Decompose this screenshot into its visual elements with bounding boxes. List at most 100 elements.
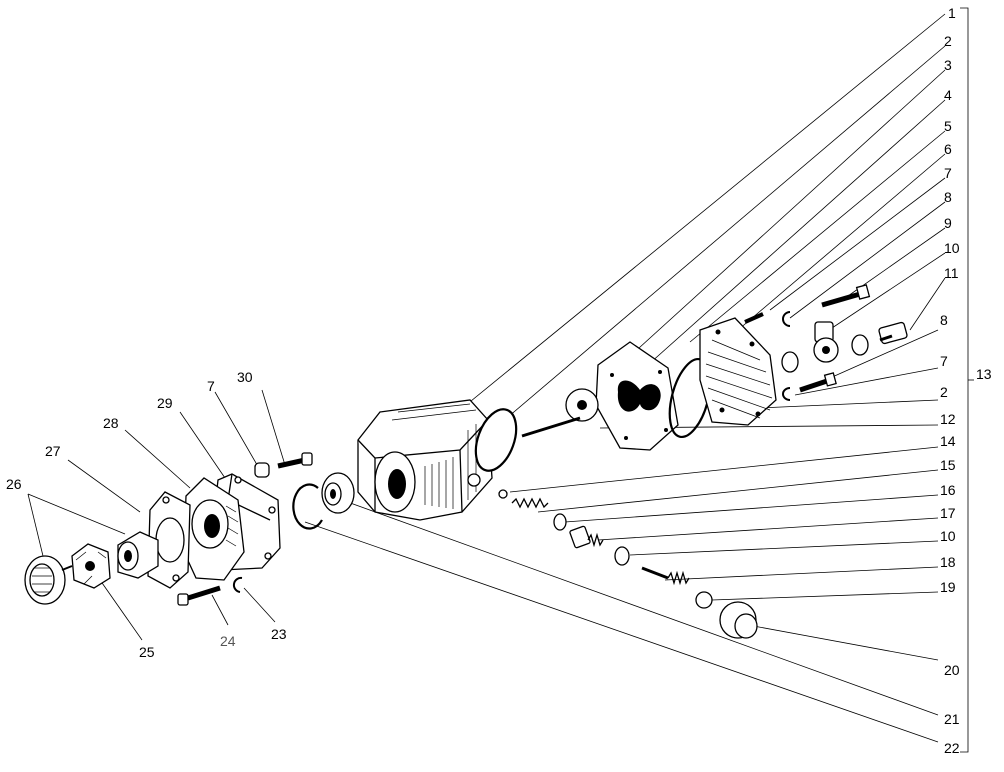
label-18: 18 <box>940 554 956 570</box>
label-2: 2 <box>944 33 952 49</box>
label-4: 4 <box>944 87 952 103</box>
label-8b: 8 <box>940 312 948 328</box>
bolt-24 <box>177 585 221 606</box>
drive-gear <box>521 388 599 438</box>
leader-25 <box>99 579 143 641</box>
adaptor-28 <box>183 477 245 581</box>
leader-11 <box>909 277 946 331</box>
label-25: 25 <box>139 644 155 660</box>
coupling-26 <box>117 531 159 579</box>
bolt-8b <box>799 372 837 393</box>
nut-19 <box>695 591 713 609</box>
pin-7 <box>744 312 764 324</box>
label-17: 17 <box>940 505 956 521</box>
label-8: 8 <box>944 189 952 205</box>
label-6: 6 <box>944 141 952 157</box>
leader-30 <box>261 389 286 466</box>
leader-29 <box>179 411 226 479</box>
label-13: 13 <box>976 366 992 382</box>
label-2b: 2 <box>940 384 948 400</box>
leader-17 <box>597 517 939 541</box>
bolt-30 <box>277 452 313 469</box>
label-20: 20 <box>944 662 960 678</box>
leader-14 <box>509 446 939 493</box>
label-22: 22 <box>944 740 960 756</box>
leader-3 <box>627 69 946 359</box>
label-26: 26 <box>6 476 22 492</box>
pump-housing <box>357 399 493 521</box>
leader-lines <box>27 7 974 753</box>
clip-8 <box>782 311 791 327</box>
spring-15 <box>511 497 549 509</box>
bolt-9 <box>821 284 871 308</box>
label-19: 19 <box>940 579 956 595</box>
snap-ring-22 <box>292 483 323 530</box>
leader-6 <box>737 153 946 331</box>
ball-14 <box>498 489 508 499</box>
label-30: 30 <box>237 369 253 385</box>
leader-19 <box>711 591 939 601</box>
adjuster-18 <box>641 566 690 586</box>
label-16: 16 <box>940 482 956 498</box>
label-3: 3 <box>944 57 952 73</box>
label-15: 15 <box>940 457 956 473</box>
clip-23 <box>232 576 243 593</box>
clip-7b <box>782 387 791 401</box>
leader-4 <box>639 99 946 373</box>
nut-7 <box>254 462 270 478</box>
end-cover <box>699 317 777 426</box>
leader-16 <box>564 494 939 523</box>
leader-9 <box>847 227 946 297</box>
label-24: 24 <box>220 633 236 649</box>
leader-22 <box>304 521 939 743</box>
label-7b: 7 <box>940 353 948 369</box>
splined-coupling-26 <box>24 555 73 605</box>
leader-27 <box>67 459 141 513</box>
leader-8 <box>789 201 946 319</box>
label-1: 1 <box>948 5 956 21</box>
label-5: 5 <box>944 118 952 134</box>
leader-8b <box>829 329 939 379</box>
leader-7 <box>769 177 946 311</box>
label-27: 27 <box>45 443 61 459</box>
label-29: 29 <box>157 395 173 411</box>
label-10: 10 <box>944 240 960 256</box>
label-7c: 7 <box>207 378 215 394</box>
leader-15 <box>537 469 939 513</box>
gear-hub-25 <box>71 543 111 589</box>
fitting-10 <box>813 321 839 363</box>
bracket-13 <box>960 7 969 753</box>
label-11: 11 <box>944 265 959 281</box>
leader-26b <box>27 493 126 535</box>
gear-plate <box>595 341 679 451</box>
housing-port <box>467 473 481 487</box>
washer-10b <box>614 546 630 566</box>
label-10b: 10 <box>940 528 956 544</box>
leader-23 <box>243 587 276 623</box>
o-ring-2 <box>474 408 518 472</box>
label-21: 21 <box>944 711 960 727</box>
leader-10b <box>629 540 939 556</box>
leader-1 <box>459 13 946 411</box>
leader-2b <box>759 399 939 409</box>
leader-10 <box>831 252 946 329</box>
label-14: 14 <box>940 433 956 449</box>
label-7: 7 <box>944 165 952 181</box>
bearing-21 <box>321 472 355 514</box>
label-9: 9 <box>944 215 952 231</box>
leader-18 <box>664 566 939 581</box>
label-23: 23 <box>271 626 287 642</box>
label-28: 28 <box>103 415 119 431</box>
washer <box>781 351 799 373</box>
leader-24 <box>211 594 229 626</box>
label-12: 12 <box>940 411 956 427</box>
nut-11 <box>851 321 908 356</box>
leader-7c <box>214 391 261 471</box>
washer-16 <box>553 513 567 531</box>
leader-7b <box>794 367 939 396</box>
cap-20 <box>719 601 758 639</box>
leader-28 <box>124 429 191 489</box>
leader-20 <box>747 624 939 661</box>
